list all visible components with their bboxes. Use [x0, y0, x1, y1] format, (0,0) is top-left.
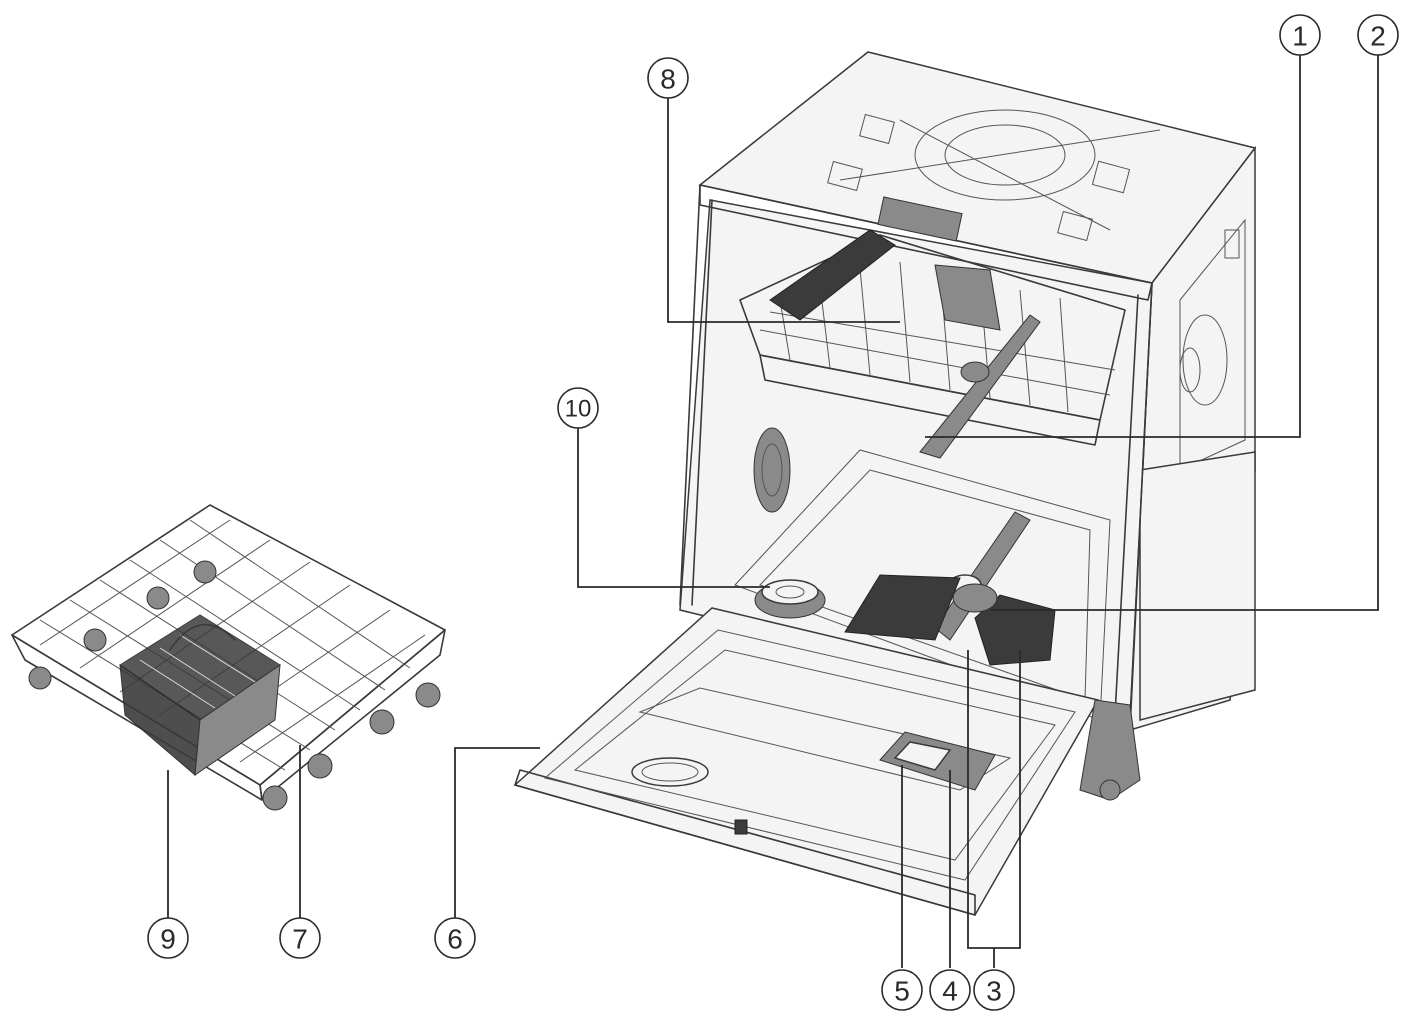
basket-wheel [83, 628, 107, 652]
callout-2: 2 [1357, 14, 1399, 56]
callout-label: 2 [1370, 21, 1386, 52]
basket-wheel [193, 560, 217, 584]
basket-wheel [415, 682, 441, 708]
callout-4: 4 [929, 969, 971, 1011]
callout-3: 3 [973, 969, 1015, 1011]
callout-label: 7 [292, 924, 308, 955]
cutlery-basket [119, 614, 281, 777]
callout-9: 9 [147, 917, 189, 959]
callout-6: 6 [434, 917, 476, 959]
coarse-filter-left [844, 574, 961, 641]
callout-label: 5 [894, 976, 910, 1007]
door-hinge [1079, 699, 1141, 801]
callout-8: 8 [647, 57, 689, 99]
leader-lines [167, 55, 1379, 968]
basket-wheel [307, 753, 333, 779]
callout-1: 1 [1279, 14, 1321, 56]
callout-label: 4 [942, 976, 958, 1007]
basket-wheel [369, 709, 395, 735]
callout-label: 9 [160, 924, 176, 955]
callout-7: 7 [279, 917, 321, 959]
callout-label: 3 [986, 976, 1002, 1007]
callout-label: 8 [660, 64, 676, 95]
basket-wheel [262, 785, 288, 811]
salt-container [754, 579, 826, 619]
callout-10: 10 [557, 387, 599, 429]
upper-spray-arm [919, 314, 1041, 459]
callout-label: 10 [565, 396, 592, 423]
callout-label: 1 [1292, 21, 1308, 52]
dishwasher-door [513, 607, 1100, 916]
filter-assembly [844, 574, 1056, 666]
main-filter [952, 583, 998, 613]
basket-wheel [28, 666, 52, 690]
lower-basket [11, 504, 446, 811]
callout-5: 5 [881, 969, 923, 1011]
upper-basket [739, 229, 1126, 446]
basket-wheel [146, 586, 170, 610]
callout-label: 6 [447, 924, 463, 955]
